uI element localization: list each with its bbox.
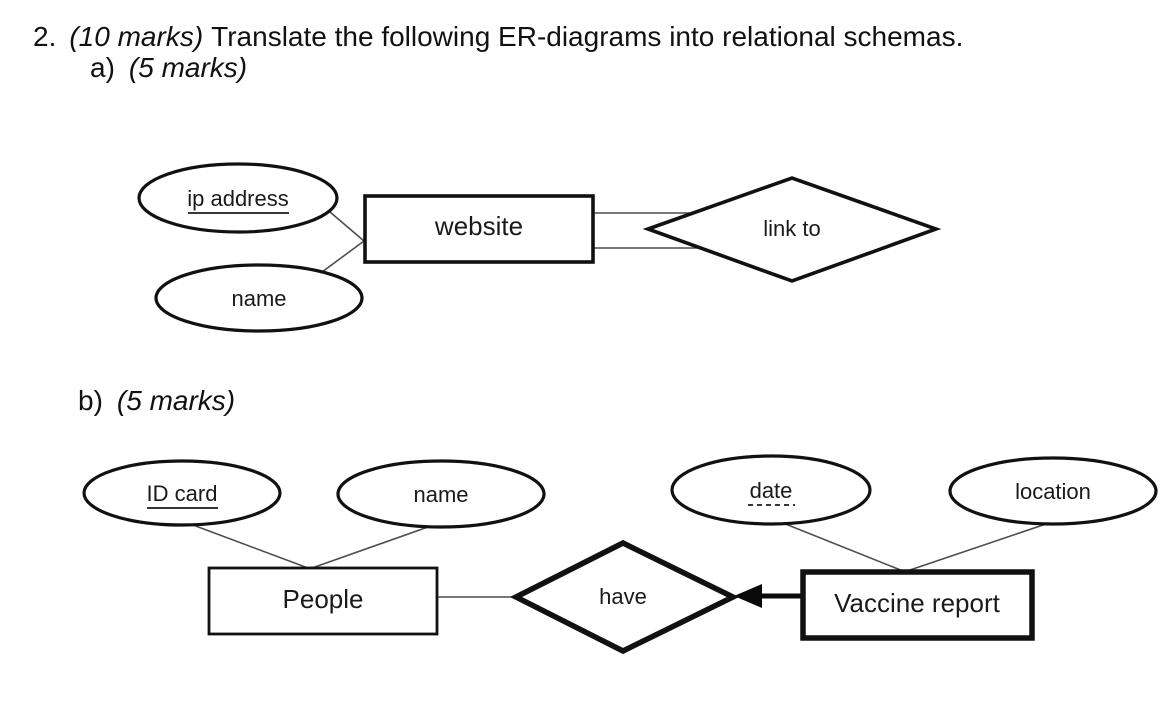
- connector-name-website: [321, 240, 365, 273]
- attribute-label-name-b: name: [413, 482, 468, 507]
- diagram-a: ip address name website link to: [137, 162, 942, 333]
- attribute-label-id-card: ID card: [147, 481, 218, 506]
- relationship-label-link-to: link to: [763, 216, 820, 241]
- connector-ip-address-website: [329, 211, 365, 242]
- part-b-heading: b) (5 marks): [78, 385, 235, 417]
- part-a-marks: (5 marks): [128, 52, 248, 83]
- arrowhead-vaccine-to-have: [734, 584, 762, 608]
- connector-name-people: [311, 526, 429, 569]
- part-a-label: a): [90, 52, 115, 83]
- attribute-ellipse-date: [670, 454, 872, 526]
- attribute-ellipse-id-card: [82, 459, 282, 527]
- attribute-ellipse-location: [948, 456, 1158, 526]
- question-heading: 2. (10 marks)Translate the following ER-d…: [33, 21, 963, 53]
- part-b-marks: (5 marks): [116, 385, 236, 416]
- entity-rect-vaccine-report: [800, 569, 1035, 641]
- relationship-label-have: have: [599, 584, 647, 609]
- connector-date-vaccine: [782, 522, 904, 572]
- connector-idcard-people: [192, 524, 309, 569]
- attribute-label-location: location: [1015, 479, 1091, 504]
- part-b-label: b): [78, 385, 103, 416]
- question-number: 2.: [33, 21, 57, 52]
- entity-rect-website: [363, 194, 595, 264]
- attribute-label-date: date: [750, 478, 793, 503]
- part-a-heading: a) (5 marks): [90, 52, 247, 84]
- connector-location-vaccine: [906, 523, 1047, 572]
- relationship-diamond-have: [509, 539, 740, 655]
- entity-rect-people: [207, 566, 439, 636]
- entity-label-people: People: [283, 584, 364, 614]
- relationship-diamond-link-to: [642, 176, 942, 283]
- attribute-ellipse-ip-address: [137, 162, 339, 234]
- attribute-label-ip-address: ip address: [187, 186, 289, 211]
- question-marks: (10 marks): [69, 21, 204, 52]
- attribute-ellipse-name-a: [154, 263, 364, 333]
- attribute-label-name-a: name: [231, 286, 286, 311]
- question-text: Translate the following ER-diagrams into…: [211, 21, 964, 52]
- entity-label-vaccine-report: Vaccine report: [834, 588, 1000, 618]
- entity-label-website: website: [434, 211, 523, 241]
- attribute-ellipse-name-b: [336, 459, 546, 529]
- diagram-b: ID card name date location People Vaccin…: [82, 454, 1158, 655]
